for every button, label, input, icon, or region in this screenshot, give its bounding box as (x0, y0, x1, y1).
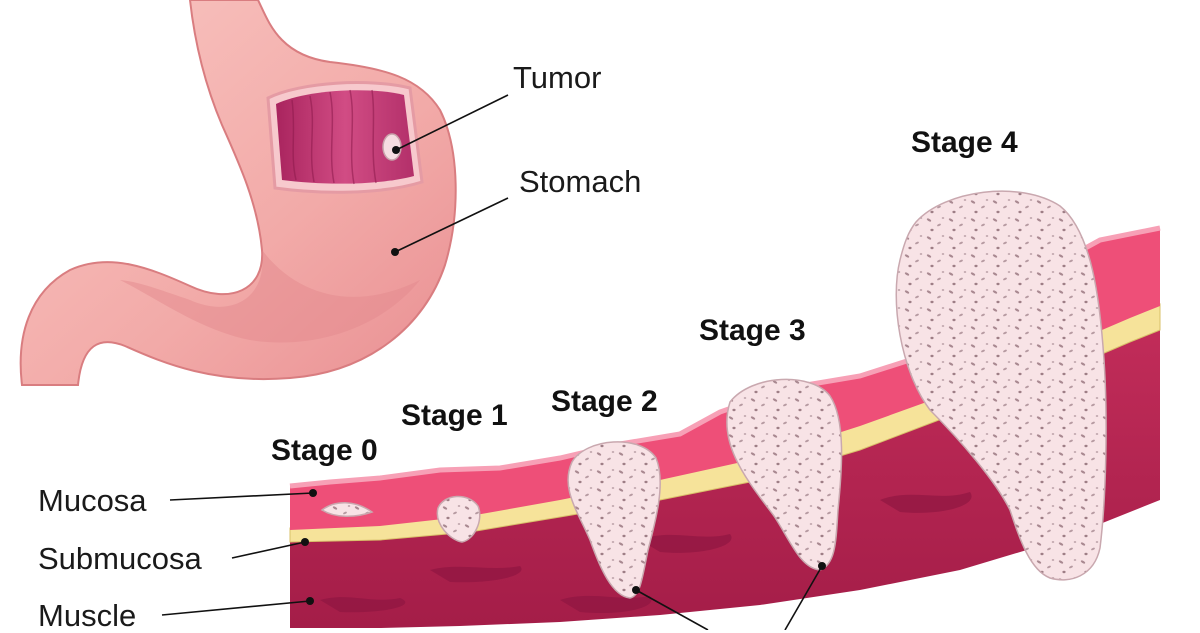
stage-2-leader-line (635, 589, 709, 630)
tumor-stage-3 (726, 378, 843, 571)
muscle-leader-line (161, 600, 311, 616)
mucosa-label: Mucosa (38, 483, 147, 518)
tumor-label: Tumor (513, 60, 602, 95)
muscle-texture (320, 492, 972, 614)
muscle-layer (290, 328, 1160, 628)
submucosa-leader-line (231, 541, 306, 559)
stage-4-label: Stage 4 (911, 126, 1018, 159)
stage-0-label: Stage 0 (271, 434, 378, 467)
leader-lines (161, 94, 823, 630)
stage-3-label: Stage 3 (699, 314, 806, 347)
stomach-interior (276, 90, 414, 184)
stomach-leader-line (394, 197, 509, 253)
tumor-stage-2 (567, 441, 661, 599)
tumor-stage-0 (320, 502, 374, 517)
stage-1-label: Stage 1 (401, 399, 508, 432)
stage-tumors (301, 190, 1107, 605)
stage-2-label: Stage 2 (551, 385, 658, 418)
tumor-leader-line (395, 94, 509, 151)
mucosa-leader-line (169, 492, 314, 501)
tumor-stage-1 (436, 495, 481, 543)
stomach-shade (120, 250, 420, 343)
stomach-label: Stomach (519, 164, 642, 199)
tumor-stage-4 (895, 190, 1107, 581)
muscle-label: Muscle (38, 598, 137, 633)
submucosa-label: Submucosa (38, 541, 202, 576)
stomach-folds (291, 89, 377, 185)
stage-3-leader-line (784, 565, 823, 630)
stomach-illustration (19, 0, 457, 386)
